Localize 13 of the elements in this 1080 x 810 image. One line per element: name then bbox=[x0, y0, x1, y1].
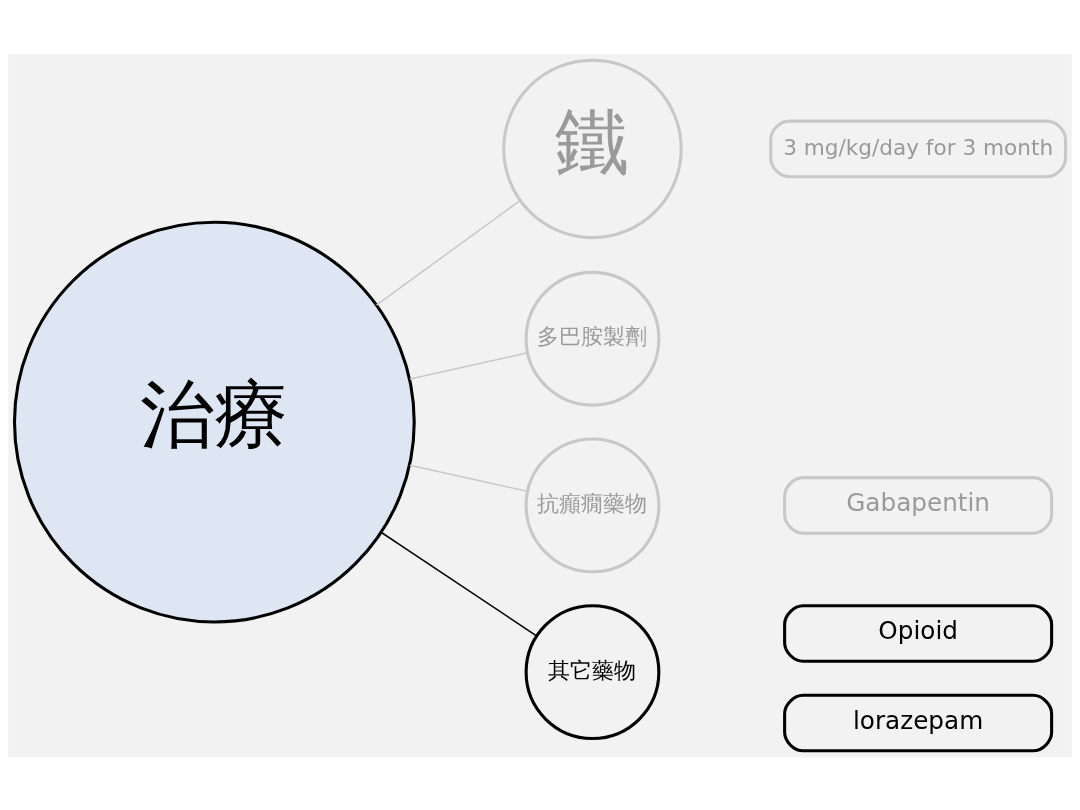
node-circle: 抗癲癇藥物 bbox=[524, 437, 661, 573]
node-circle: 多巴胺製劑 bbox=[524, 270, 661, 407]
node-box: 3 mg/kg/day for 3 month bbox=[769, 119, 1068, 178]
node-box: Gabapentin bbox=[783, 475, 1054, 535]
connector bbox=[375, 199, 521, 306]
node-circle: 其它藥物 bbox=[524, 603, 661, 740]
connector bbox=[409, 351, 529, 380]
connector bbox=[380, 531, 538, 637]
node-box: Opioid bbox=[783, 603, 1054, 663]
connector bbox=[409, 463, 529, 492]
node-box: lorazepam bbox=[783, 693, 1054, 752]
node-circle: 鐵 bbox=[502, 58, 683, 239]
node-circle: 治療 bbox=[12, 220, 416, 623]
